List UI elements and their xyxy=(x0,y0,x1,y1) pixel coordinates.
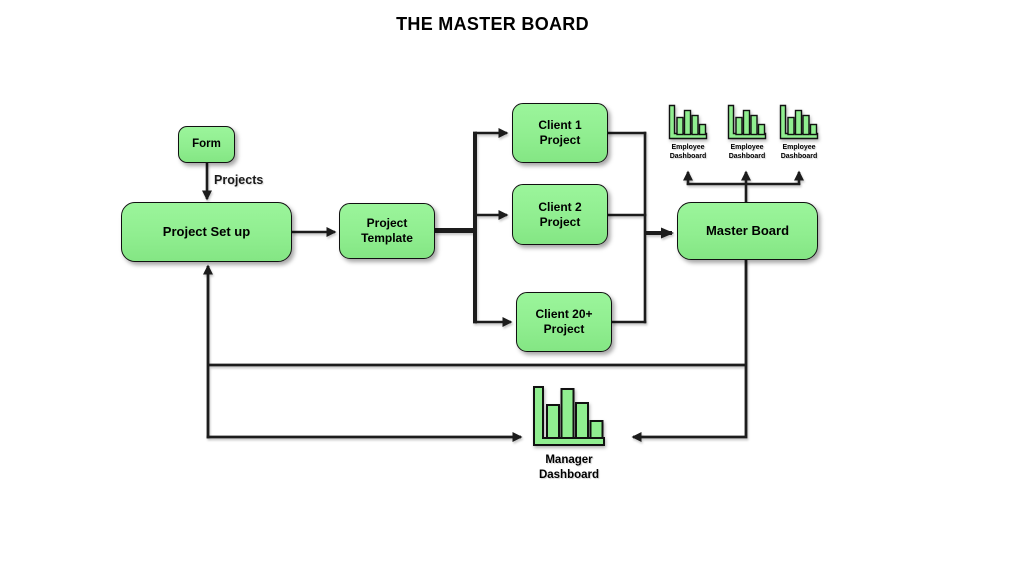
node-client20-label: Client 20+ Project xyxy=(535,307,593,336)
node-master-board: Master Board xyxy=(677,202,818,260)
employee-dashboard-2: Employee Dashboard xyxy=(719,104,775,161)
node-client1-label: Client 1 Project xyxy=(538,118,582,147)
employee-dashboard-label: Employee Dashboard xyxy=(728,144,766,161)
manager-dashboard: Manager Dashboard xyxy=(519,385,619,483)
node-client1-project: Client 1 Project xyxy=(512,103,608,163)
node-form: Form xyxy=(178,126,235,163)
edge-master-to-manager xyxy=(631,260,748,442)
node-project-setup: Project Set up xyxy=(121,202,292,262)
node-form-label: Form xyxy=(192,138,221,151)
bar-chart-icon xyxy=(727,104,767,140)
bar-chart-icon xyxy=(668,104,708,140)
node-client20-project: Client 20+ Project xyxy=(516,292,612,352)
node-project-template: Project Template xyxy=(339,203,435,259)
edge-label-projects: Projects xyxy=(214,173,264,187)
node-project-setup-label: Project Set up xyxy=(162,223,251,239)
employee-dashboard-1: Employee Dashboard xyxy=(660,104,716,161)
node-master-board-label: Master Board xyxy=(705,222,790,238)
employee-dashboard-label: Employee Dashboard xyxy=(669,144,707,161)
bar-chart-icon xyxy=(779,104,819,140)
node-project-template-label: Project Template xyxy=(361,216,413,245)
manager-dashboard-label: Manager Dashboard xyxy=(538,454,600,481)
employee-dashboard-3: Employee Dashboard xyxy=(771,104,827,161)
bar-chart-icon xyxy=(533,386,605,446)
diagram-title: THE MASTER BOARD xyxy=(396,14,589,34)
employee-dashboard-label: Employee Dashboard xyxy=(780,144,818,161)
node-client2-project: Client 2 Project xyxy=(512,184,608,245)
node-client2-label: Client 2 Project xyxy=(538,199,582,229)
